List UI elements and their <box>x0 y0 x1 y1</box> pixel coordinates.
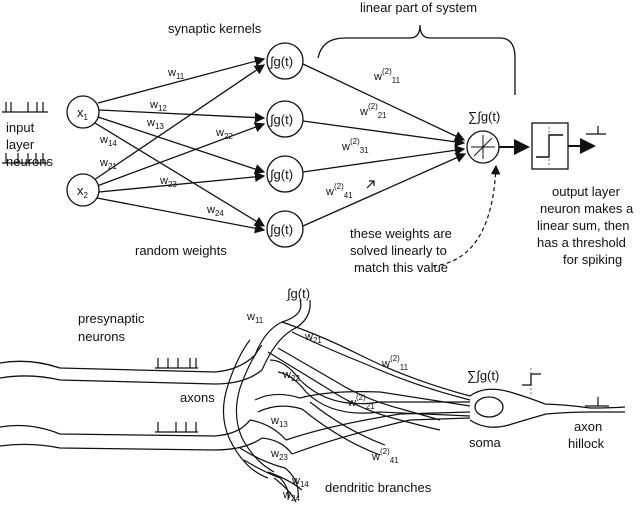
second-layer-connections <box>302 63 467 227</box>
axon-hillock-label-1: axon <box>574 419 602 434</box>
output-note-1: output layer <box>552 184 621 199</box>
presynaptic-label-1: presynaptic <box>78 311 145 326</box>
sum-node-axes-icon <box>471 135 495 159</box>
small-arrow-icon <box>366 180 375 189</box>
kernel-2-label: ∫g(t) <box>269 112 293 127</box>
random-weights-label: random weights <box>135 243 227 258</box>
svg-text:w(2)41: w(2)41 <box>371 447 399 465</box>
axon-out-bottom <box>469 411 625 428</box>
axon-out-top <box>469 388 626 409</box>
first-weights: w11 w12 w13 w14 w21 w22 w23 w24 <box>99 67 233 218</box>
bottom-sum-kernel-label: ∑∫g(t) <box>467 368 499 383</box>
output-spike-icon <box>586 126 606 135</box>
output-note-3: linear sum, then <box>537 218 630 233</box>
svg-text:w(2)11: w(2)11 <box>373 67 401 85</box>
linear-bracket <box>317 24 516 95</box>
svg-text:w22: w22 <box>282 369 300 383</box>
input-node-x1 <box>66 95 100 129</box>
svg-text:w12: w12 <box>149 99 167 113</box>
output-note-5: for spiking <box>563 252 622 267</box>
svg-text:w(2)31: w(2)31 <box>341 137 369 155</box>
step-function-icon <box>536 134 563 158</box>
svg-text:w24: w24 <box>206 204 224 218</box>
presynaptic-label-2: neurons <box>78 329 125 344</box>
svg-text:w24: w24 <box>282 489 300 503</box>
svg-text:w(2)21: w(2)21 <box>359 102 387 120</box>
sum-kernel-label: ∑∫g(t) <box>468 109 500 124</box>
svg-text:w13: w13 <box>270 415 288 429</box>
input-label-2: layer <box>6 137 35 152</box>
x2-label: x2 <box>77 183 89 200</box>
output-note-2: neuron makes a <box>540 201 634 216</box>
svg-text:w23: w23 <box>159 175 177 189</box>
threshold-box <box>531 122 569 170</box>
svg-text:w21: w21 <box>99 157 117 171</box>
solved-note-3: match this value <box>354 260 448 275</box>
bottom-second-weights: w(2)11 w(2)21 w(2)41 <box>347 354 409 465</box>
input-label-1: input <box>6 120 35 135</box>
bottom-first-weights: w11 w21 w22 w13 w23 w14 w24 <box>246 311 322 503</box>
svg-text:w(2)21: w(2)21 <box>347 393 375 411</box>
kernel-4-label: ∫g(t) <box>269 222 293 237</box>
solved-note-2: solved linearly to <box>350 243 447 258</box>
axon-spikes-bottom <box>155 422 198 433</box>
bottom-step-icon <box>522 373 541 386</box>
dendritic-branches-label: dendritic branches <box>325 480 432 495</box>
svg-text:w11: w11 <box>246 311 264 325</box>
input-label-3: neurons <box>6 154 53 169</box>
second-weights: w(2)11 w(2)21 w(2)31 w(2)41 <box>325 67 401 200</box>
axon-hillock-label-2: hillock <box>568 436 605 451</box>
svg-text:w13: w13 <box>146 117 164 131</box>
output-note-4: has a threshold <box>537 235 626 250</box>
synaptic-kernels-label: synaptic kernels <box>168 21 262 36</box>
kernel-3-label: ∫g(t) <box>269 167 293 182</box>
input-spikes-bottom <box>2 153 48 164</box>
bottom-output-spike-icon <box>585 397 609 407</box>
dendritic-branch-network <box>222 299 471 503</box>
axons-label: axons <box>180 390 215 405</box>
first-layer-connections <box>93 56 266 234</box>
svg-text:w14: w14 <box>291 475 309 489</box>
svg-text:w23: w23 <box>270 448 288 462</box>
bottom-kernel-label: ∫g(t) <box>286 286 310 301</box>
svg-text:w21: w21 <box>304 331 322 345</box>
svg-text:w14: w14 <box>99 134 117 148</box>
soma-nucleus <box>474 396 504 418</box>
svg-text:w(2)11: w(2)11 <box>381 354 409 372</box>
x1-label: x1 <box>77 105 89 122</box>
soma-label: soma <box>469 435 502 450</box>
solved-note-1: these weights are <box>350 226 452 241</box>
axon-spikes-top <box>155 358 198 369</box>
axons <box>0 354 263 451</box>
linear-part-label: linear part of system <box>360 0 477 15</box>
input-node-x2 <box>66 173 100 207</box>
kernel-1-label: ∫g(t) <box>269 54 293 69</box>
svg-text:w11: w11 <box>167 67 185 81</box>
input-spikes-top <box>2 102 48 113</box>
svg-text:w(2)41: w(2)41 <box>325 182 353 200</box>
svg-text:w22: w22 <box>215 127 233 141</box>
kernel-nodes: ∫g(t) ∫g(t) ∫g(t) ∫g(t) <box>266 42 304 248</box>
